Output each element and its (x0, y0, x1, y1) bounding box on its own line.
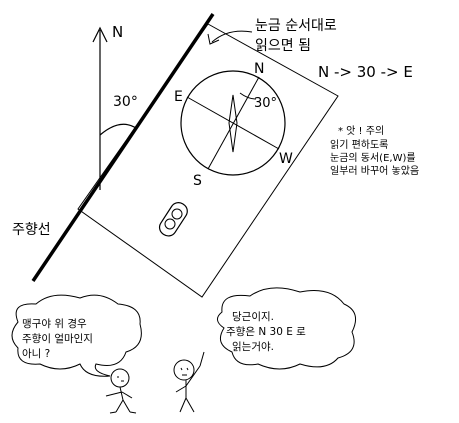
compass-s-label: S (193, 173, 202, 189)
bubble-left-line2: 주향이 얼마인지 (22, 333, 93, 345)
side-note-line1: * 앗 ! 주의 (338, 125, 384, 137)
bubble-left-line3: 아니 ? (22, 348, 50, 360)
bubble-right-line1: 당근이지. (232, 311, 274, 323)
angle-arc (99, 123, 137, 136)
side-note-line4: 일부러 바꾸어 놓았음 (330, 165, 419, 177)
bubble-right-line2: 주향은 N 30 E 로 (226, 326, 306, 338)
north-arrow (92, 26, 108, 190)
stick-figure-right (173, 351, 205, 413)
side-note-line2: 읽기 편하도록 (330, 138, 388, 151)
compass-bearing-label: 30° (254, 96, 277, 111)
reading-note-line2: 읽으면 됨 (255, 38, 311, 54)
reading-note-line1: 눈금 순서대로 (255, 18, 337, 34)
level-vial-icon (158, 202, 188, 237)
reading-order-label: N -> 30 -> E (318, 63, 413, 81)
reading-note-arrow (211, 30, 253, 43)
angle-label: 30° (113, 94, 138, 110)
north-label: N (112, 23, 123, 41)
speech-bubble-left (11, 294, 142, 377)
bubble-left-line1: 맹구야 위 경우 (22, 317, 87, 330)
strike-line-label: 주향선 (12, 222, 51, 238)
bubble-right-line3: 읽는거야. (232, 340, 274, 353)
speech-bubble-right (217, 287, 357, 370)
compass-w-label: W (279, 151, 293, 167)
compass-dial (180, 70, 286, 176)
compass-n-label: N (254, 61, 264, 77)
side-note-line3: 눈금의 동서(E,W)를 (330, 152, 416, 164)
compass-e-label: E (174, 89, 183, 105)
stick-figure-left (105, 368, 137, 414)
strike-line (31, 13, 215, 282)
compass-body (77, 23, 339, 298)
